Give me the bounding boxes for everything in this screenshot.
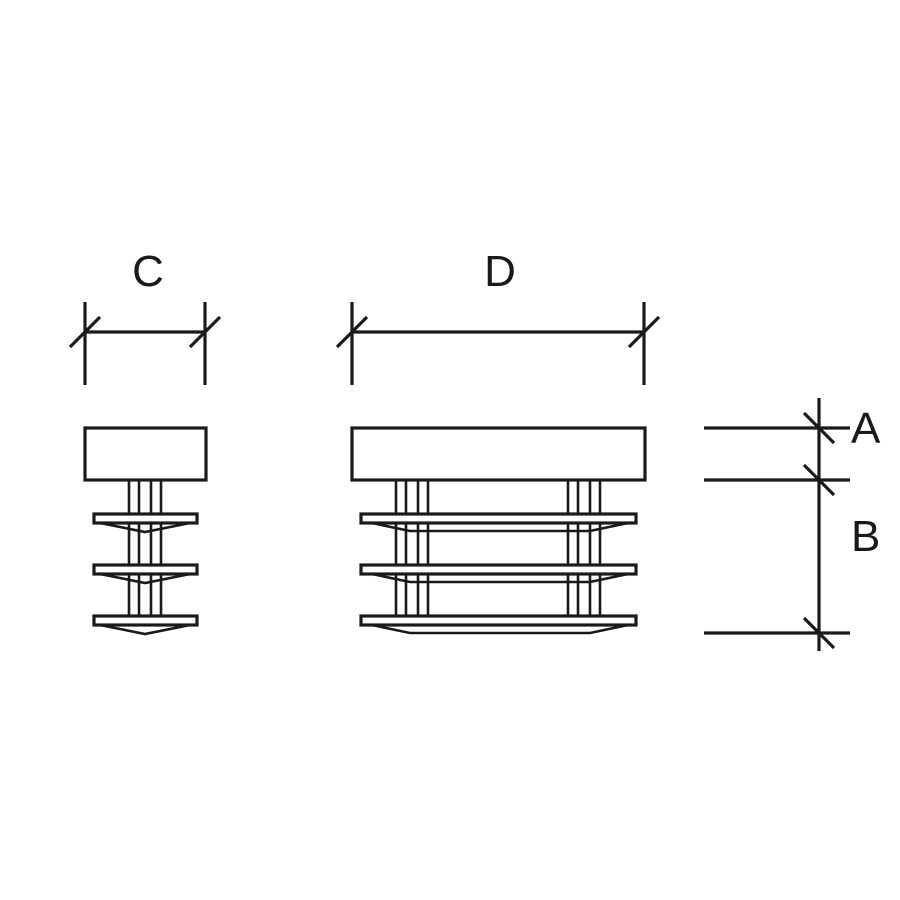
large-plug-cap (350, 426, 647, 482)
tick-a-top (802, 411, 836, 445)
tick-d-right (627, 315, 661, 349)
label-b: B (851, 512, 880, 561)
dimension-a-b: A B (704, 398, 881, 651)
label-d: D (484, 247, 516, 296)
tick-b-bottom (802, 616, 836, 650)
dimension-c: C (68, 247, 222, 385)
large-plug-view (350, 426, 647, 635)
tick-a-bottom (802, 463, 836, 497)
label-c: C (132, 247, 164, 296)
tick-c-right (188, 315, 222, 349)
dimension-d: D (335, 247, 661, 385)
large-fin-2 (359, 563, 638, 584)
small-fin-2 (92, 563, 199, 585)
large-fin-1 (359, 512, 638, 533)
tick-c-left (68, 315, 102, 349)
large-fin-3 (359, 614, 638, 635)
tick-d-left (335, 315, 369, 349)
label-a: A (851, 404, 881, 453)
small-plug-view (83, 426, 208, 636)
small-plug-cap (83, 426, 208, 482)
small-fin-3 (92, 614, 199, 636)
small-fin-1 (92, 512, 199, 534)
